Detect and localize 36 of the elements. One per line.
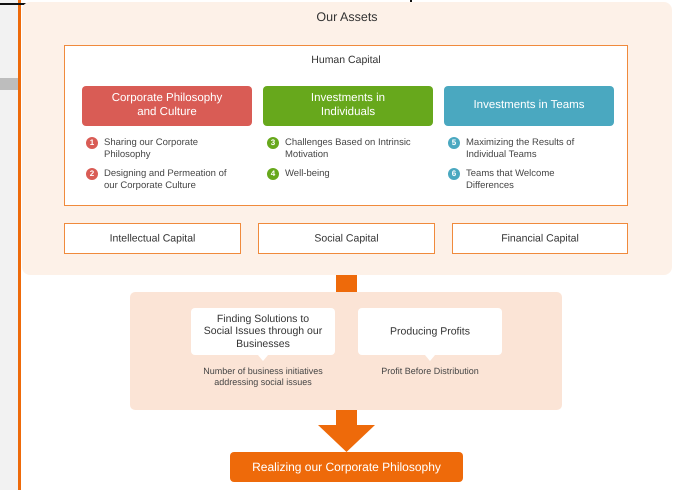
box-label: Investments in Individuals (310, 92, 386, 120)
number-badge: 1 (86, 137, 98, 149)
capital-box (64, 223, 241, 254)
list-item-text: Sharing our Corporate Philosophy (104, 137, 199, 161)
number-badge: 3 (267, 137, 279, 149)
list-item-text: Maximizing the Results of Individual Teams (466, 137, 576, 161)
category-header (263, 86, 433, 126)
list-item-text: Teams that Welcome Differences (466, 168, 556, 192)
box-label: Corporate Philosophy and Culture (110, 92, 224, 120)
category-header (444, 86, 614, 126)
indicator-text: Number of business initiatives addressing social issues (202, 366, 324, 388)
number-badge: 2 (86, 168, 98, 180)
box-label: Intellectual Capital (108, 232, 196, 245)
list-item-text: Well-being (285, 168, 331, 180)
capital-box (258, 223, 435, 254)
capital-box (452, 223, 628, 254)
list-item-text: Challenges Based on Intrinsic Motivation (285, 137, 412, 161)
box-label: Finding Solutions to Social Issues through our Businesses (203, 312, 323, 350)
number-badge: 6 (448, 168, 460, 180)
result-box (230, 452, 463, 482)
box-label: Realizing our Corporate Philosophy (251, 460, 442, 474)
category-header (82, 86, 252, 126)
assets-panel (22, 2, 672, 275)
arrow (318, 410, 375, 452)
list-item-text: Designing and Permeation of our Corporate Culture (104, 168, 228, 192)
number-badge: 4 (267, 168, 279, 180)
panel-title: Human Capital (310, 54, 382, 67)
human-capital-box (64, 45, 628, 206)
indicator-text: Profit Before Distribution (380, 366, 480, 377)
panel-title: Our Assets (315, 10, 379, 25)
box-label: Financial Capital (500, 232, 580, 245)
box-label: Social Capital (313, 232, 380, 245)
outcomes-panel (130, 292, 562, 410)
box-label: Producing Profits (389, 325, 471, 338)
number-badge: 5 (448, 137, 460, 149)
box-label: Investments in Teams (472, 99, 586, 113)
